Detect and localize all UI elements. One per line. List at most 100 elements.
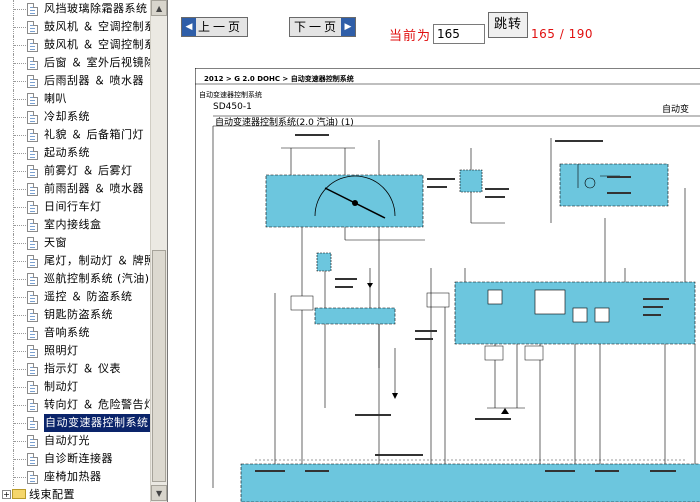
document-icon [27, 255, 38, 268]
document-icon [27, 219, 38, 232]
tree-item-label: 转向灯 ＆ 危险警告灯 [44, 398, 150, 411]
tree-item[interactable]: 转向灯 ＆ 危险警告灯 [0, 396, 150, 414]
left-arrow-icon: ◀ [182, 18, 196, 36]
tree-item-label: 遥控 ＆ 防盗系统 [44, 290, 133, 303]
tree-guide-line [13, 180, 14, 198]
page-count: 165 / 190 [531, 27, 593, 41]
tree-item[interactable]: 自诊断连接器 [0, 450, 150, 468]
tree-item[interactable]: 鼓风机 ＆ 空调控制系 [0, 36, 150, 54]
tree-guide-line [14, 243, 26, 244]
tree-item[interactable]: 自动变速器控制系统 [0, 414, 150, 432]
tree-guide-line [14, 459, 26, 460]
diagram-title: 自动变速器控制系统(2.0 汽油) (1) [215, 118, 354, 128]
document-icon [27, 111, 38, 124]
jump-button[interactable]: 跳转 [488, 12, 528, 38]
tree-item-label: 照明灯 [44, 344, 79, 357]
document-icon [27, 399, 38, 412]
tree-item-label: 后雨刮器 ＆ 喷水器 [44, 74, 144, 87]
tree-item-label: 制动灯 [44, 380, 79, 393]
scroll-up-arrow-icon[interactable]: ▲ [151, 0, 167, 16]
document-icon [27, 327, 38, 340]
tree-folder-wiring[interactable]: + 线束配置 [0, 487, 150, 502]
tree-item[interactable]: 前雨刮器 ＆ 喷水器 [0, 180, 150, 198]
tree-guide-line [14, 423, 26, 424]
page-navigation-bar: ◀ 上一页 下一页 ▶ 当前为 跳转 165 / 190 [168, 0, 700, 48]
tree-item[interactable]: 巡航控制系统 (汽油) [0, 270, 150, 288]
tree-item[interactable]: 天窗 [0, 234, 150, 252]
tree-item[interactable]: 喇叭 [0, 90, 150, 108]
document-icon [27, 75, 38, 88]
tree-item-label: 巡航控制系统 (汽油) [44, 272, 150, 285]
tree-guide-line [14, 207, 26, 208]
tree-item[interactable]: 风挡玻璃除霜器系统 [0, 0, 150, 18]
tree-item[interactable]: 鼓风机 ＆ 空调控制系 [0, 18, 150, 36]
tree-item-label: 礼貌 ＆ 后备箱门灯 [44, 128, 144, 141]
tree-item[interactable]: 制动灯 [0, 378, 150, 396]
tree-item[interactable]: 冷却系统 [0, 108, 150, 126]
tree-guide-line [13, 18, 14, 36]
document-icon [27, 309, 38, 322]
scroll-down-arrow-icon[interactable]: ▼ [151, 485, 167, 501]
tree-item[interactable]: 自动灯光 [0, 432, 150, 450]
document-icon [27, 345, 38, 358]
page-number-input[interactable] [433, 24, 485, 44]
tree-item[interactable]: 座椅加热器 [0, 468, 150, 486]
tree-guide-line [14, 477, 26, 478]
tree-guide-line [13, 324, 14, 342]
tree-item-label: 尾灯，制动灯 ＆ 牌照 [44, 254, 150, 267]
previous-page-button[interactable]: ◀ 上一页 [181, 17, 248, 37]
tree-guide-line [13, 450, 14, 468]
tree-guide-line [14, 9, 26, 10]
tree-item-label: 前雨刮器 ＆ 喷水器 [44, 182, 144, 195]
document-icon [27, 273, 38, 286]
tree-item-label: 日间行车灯 [44, 200, 102, 213]
document-icon [27, 453, 38, 466]
expand-icon[interactable]: + [2, 490, 11, 499]
tree-guide-line [14, 189, 26, 190]
tree-item-label: 后窗 ＆ 室外后视镜除 [44, 56, 150, 69]
tree-guide-line [13, 126, 14, 144]
document-icon [27, 93, 38, 106]
tree-item[interactable]: 指示灯 ＆ 仪表 [0, 360, 150, 378]
tree-guide-line [13, 468, 14, 486]
document-icon [27, 21, 38, 34]
document-tree: 风挡玻璃除霜器系统鼓风机 ＆ 空调控制系鼓风机 ＆ 空调控制系后窗 ＆ 室外后视… [0, 0, 167, 502]
next-page-button[interactable]: 下一页 ▶ [289, 17, 356, 37]
tree-guide-line [13, 108, 14, 126]
document-icon [27, 201, 38, 214]
tree-item[interactable]: 遥控 ＆ 防盗系统 [0, 288, 150, 306]
tree-item[interactable]: 前雾灯 ＆ 后雾灯 [0, 162, 150, 180]
tree-item[interactable]: 起动系统 [0, 144, 150, 162]
tree-guide-line [14, 135, 26, 136]
current-page-label: 当前为 [389, 29, 432, 44]
tree-item[interactable]: 日间行车灯 [0, 198, 150, 216]
tree-guide-line [13, 54, 14, 72]
tree-item[interactable]: 尾灯，制动灯 ＆ 牌照 [0, 252, 150, 270]
document-icon [27, 363, 38, 376]
document-icon [27, 147, 38, 160]
document-icon [27, 3, 38, 16]
tree-item[interactable]: 照明灯 [0, 342, 150, 360]
tree-guide-line [13, 270, 14, 288]
tree-guide-line [13, 234, 14, 252]
tree-item-label: 座椅加热器 [44, 470, 102, 483]
tree-guide-line [14, 117, 26, 118]
tree-guide-line [13, 216, 14, 234]
next-page-label: 下一页 [293, 20, 339, 34]
wiring-diagram: 2012 > G 2.0 DOHC > 自动变速器控制系统 自动变速器控制系统 … [195, 68, 700, 502]
tree-guide-line [13, 306, 14, 324]
tree-list: 风挡玻璃除霜器系统鼓风机 ＆ 空调控制系鼓风机 ＆ 空调控制系后窗 ＆ 室外后视… [0, 0, 150, 486]
scrollbar-thumb[interactable] [152, 250, 166, 482]
folder-icon [12, 489, 26, 499]
tree-item[interactable]: 钥匙防盗系统 [0, 306, 150, 324]
tree-item[interactable]: 室内接线盒 [0, 216, 150, 234]
tree-scrollbar[interactable]: ▲ ▼ [150, 0, 167, 502]
tree-item[interactable]: 音响系统 [0, 324, 150, 342]
tree-guide-line [14, 441, 26, 442]
tree-guide-line [13, 90, 14, 108]
tree-item[interactable]: 后窗 ＆ 室外后视镜除 [0, 54, 150, 72]
diagram-breadcrumb: 2012 > G 2.0 DOHC > 自动变速器控制系统 [204, 75, 354, 83]
tree-item[interactable]: 后雨刮器 ＆ 喷水器 [0, 72, 150, 90]
tree-item[interactable]: 礼貌 ＆ 后备箱门灯 [0, 126, 150, 144]
document-icon [27, 57, 38, 70]
